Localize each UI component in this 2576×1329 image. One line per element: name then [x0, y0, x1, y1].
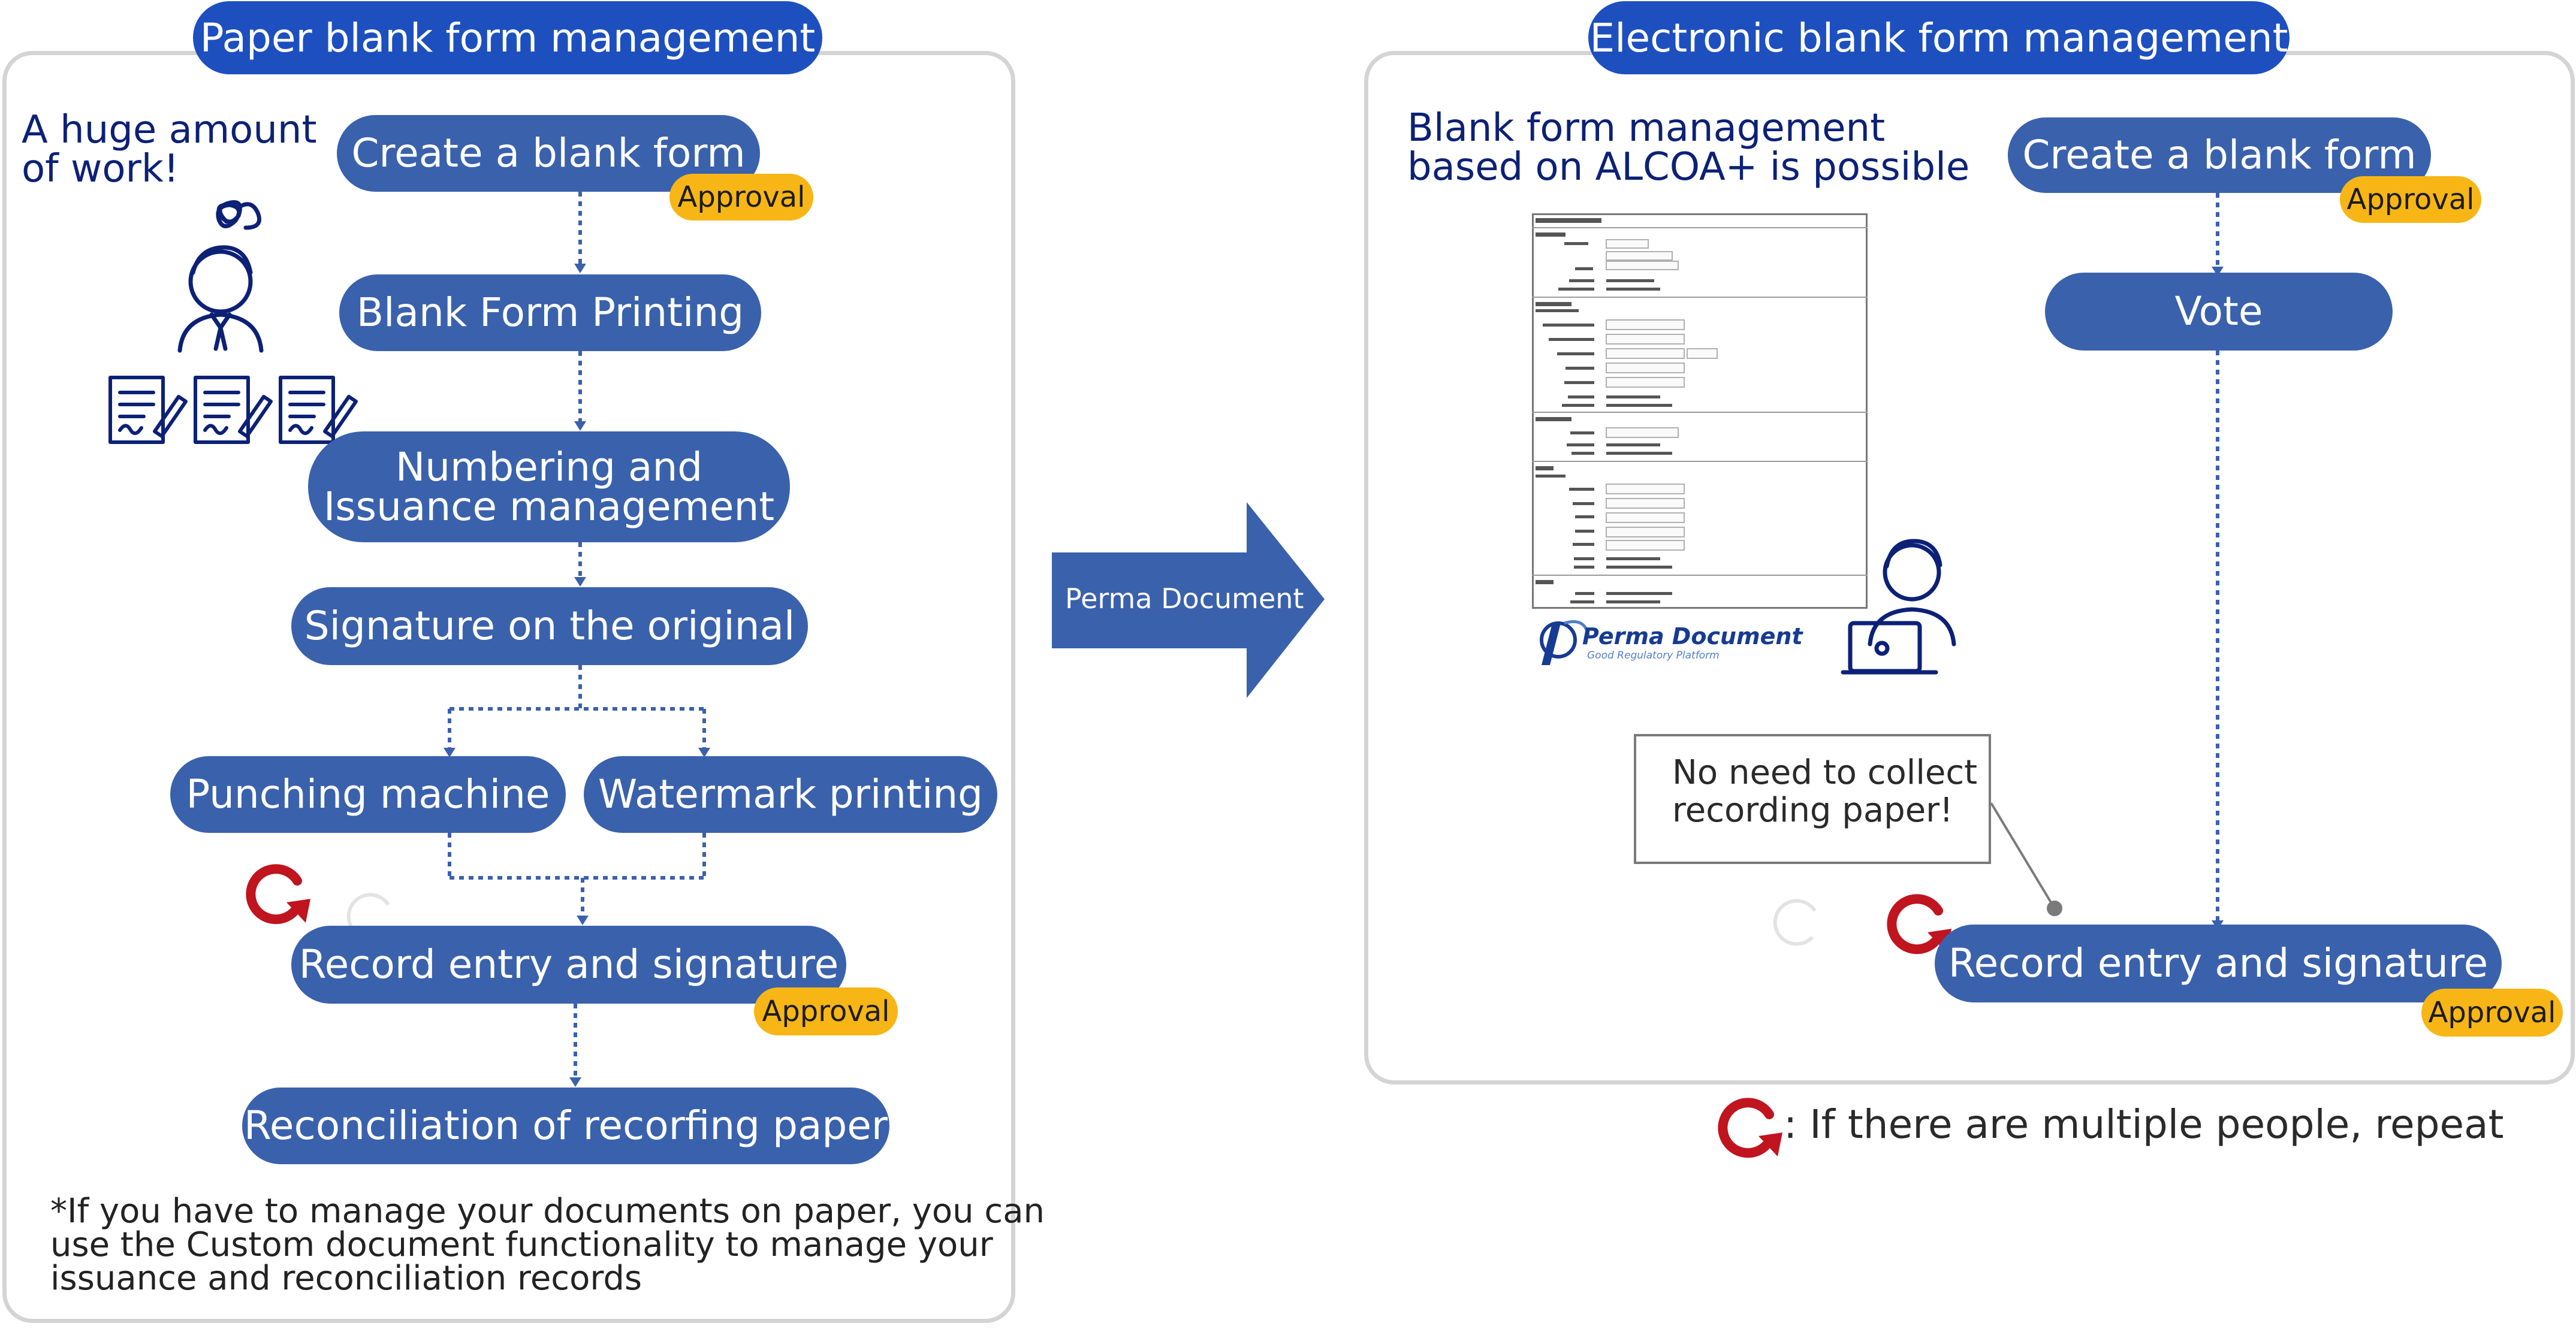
- paper-step-reconcile: Reconciliation of recorfing paper: [242, 1088, 889, 1164]
- legend-text: : If there are multiple people, repeat: [1784, 1101, 2504, 1147]
- electronic-record-approval-badge: Approval: [2421, 989, 2563, 1037]
- paper-panel-title: Paper blank form management: [193, 1, 822, 74]
- paper-create-approval-badge: Approval: [669, 174, 813, 221]
- paper-step-numbering: Numbering and Issuance management: [308, 431, 790, 542]
- paper-step-punching: Punching machine: [170, 756, 566, 833]
- electronic-panel-title: Electronic blank form management: [1588, 1, 2290, 74]
- huge-work-text: A huge amount of work!: [22, 108, 317, 192]
- numbering-line-1: Numbering and: [395, 443, 703, 490]
- alcoa-line-2: based on ALCOA+ is possible: [1407, 145, 1970, 190]
- electronic-step-record: Record entry and signature: [1935, 925, 2502, 1002]
- paper-step-watermark: Watermark printing: [584, 756, 997, 833]
- huge-work-line-1: A huge amount: [22, 108, 317, 152]
- transition-label: Perma Document: [1065, 582, 1304, 615]
- footnote-line-3: issuance and reconciliation records: [50, 1259, 643, 1298]
- footnote-line-1: *If you have to manage your documents on…: [50, 1192, 1045, 1231]
- alcoa-line-1: Blank form management: [1407, 106, 1886, 150]
- no-paper-callout: No need to collect recording paper!: [1634, 734, 1991, 864]
- paper-step-record: Record entry and signature: [291, 926, 846, 1004]
- paper-footnote: *If you have to manage your documents on…: [50, 1195, 1045, 1295]
- callout-line-1: No need to collect: [1672, 753, 1978, 792]
- electronic-create-approval-badge: Approval: [2340, 176, 2481, 223]
- electronic-step-vote: Vote: [2045, 273, 2393, 351]
- numbering-line-2: Issuance management: [323, 483, 775, 530]
- paper-step-printing: Blank Form Printing: [339, 274, 761, 351]
- footnote-line-2: use the Custom document functionality to…: [50, 1225, 993, 1264]
- callout-line-2: recording paper!: [1672, 790, 1953, 830]
- paper-step-signature: Signature on the original: [291, 587, 808, 665]
- huge-work-line-2: of work!: [22, 147, 179, 192]
- alcoa-text: Blank form management based on ALCOA+ is…: [1407, 106, 1970, 190]
- perma-document-logo-text: Perma Document: [1582, 623, 1803, 650]
- paper-record-approval-badge: Approval: [754, 987, 898, 1035]
- perma-document-logo-tagline: Good Regulatory Platform: [1587, 650, 1720, 662]
